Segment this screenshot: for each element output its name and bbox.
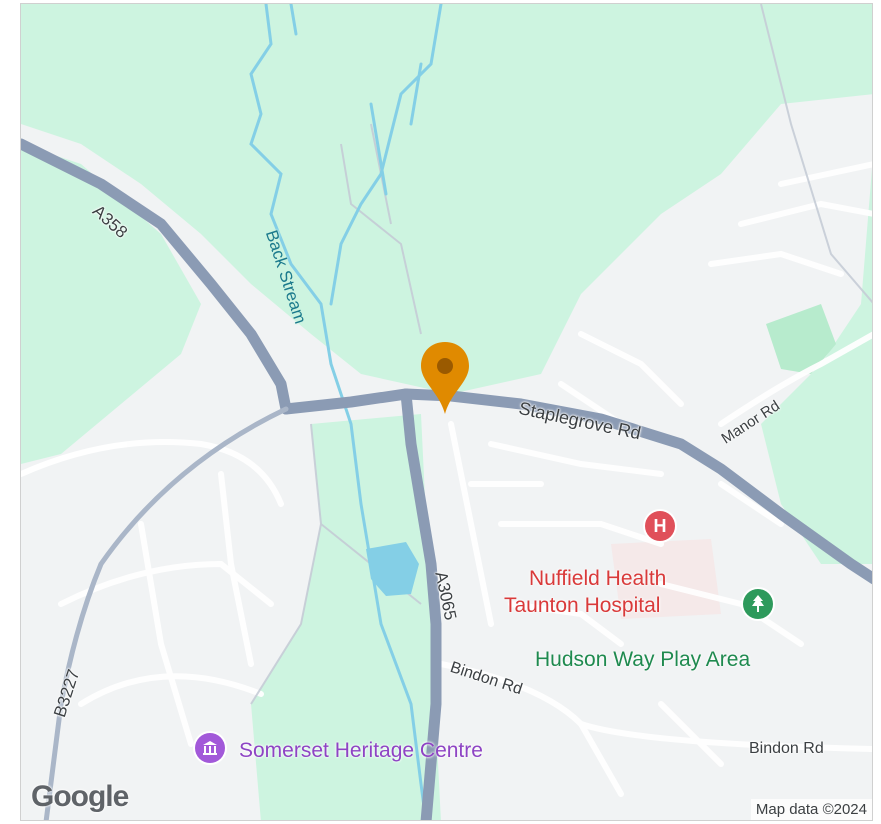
hospital-icon-glyph: H (653, 515, 667, 536)
tree-glyph (752, 595, 764, 612)
tree-icon[interactable] (743, 589, 773, 619)
road-staplegrove (280, 388, 872, 585)
poi-hospital-line1[interactable]: Nuffield Health (529, 567, 667, 590)
poi-hudson-way-play-area[interactable]: Hudson Way Play Area (535, 648, 751, 671)
road-a358 (21, 138, 292, 415)
road-b3227 (43, 406, 289, 820)
poi-somerset-heritage-centre[interactable]: Somerset Heritage Centre (239, 739, 483, 762)
park-small-east (766, 304, 836, 374)
museum-glyph (203, 741, 217, 755)
museum-icon[interactable] (195, 733, 225, 763)
hospital-icon[interactable]: H (645, 511, 675, 541)
park-area-west (21, 144, 201, 464)
map-copyright[interactable]: Map data ©2024 (750, 799, 872, 820)
location-pin-icon[interactable] (419, 340, 471, 416)
road-a3065 (400, 388, 442, 820)
poi-hospital-line2[interactable]: Taunton Hospital (504, 594, 661, 617)
park-area-east (761, 168, 872, 564)
map-canvas[interactable]: A358 Staplegrove Rd Manor Rd A3065 B3227… (20, 3, 873, 821)
google-logo: Google (31, 780, 129, 813)
map-base-layer (21, 4, 872, 820)
park-area-south (251, 414, 441, 820)
park-area-north (21, 4, 872, 394)
label-bindon-rd-east: Bindon Rd (749, 740, 824, 757)
pond (366, 542, 419, 596)
